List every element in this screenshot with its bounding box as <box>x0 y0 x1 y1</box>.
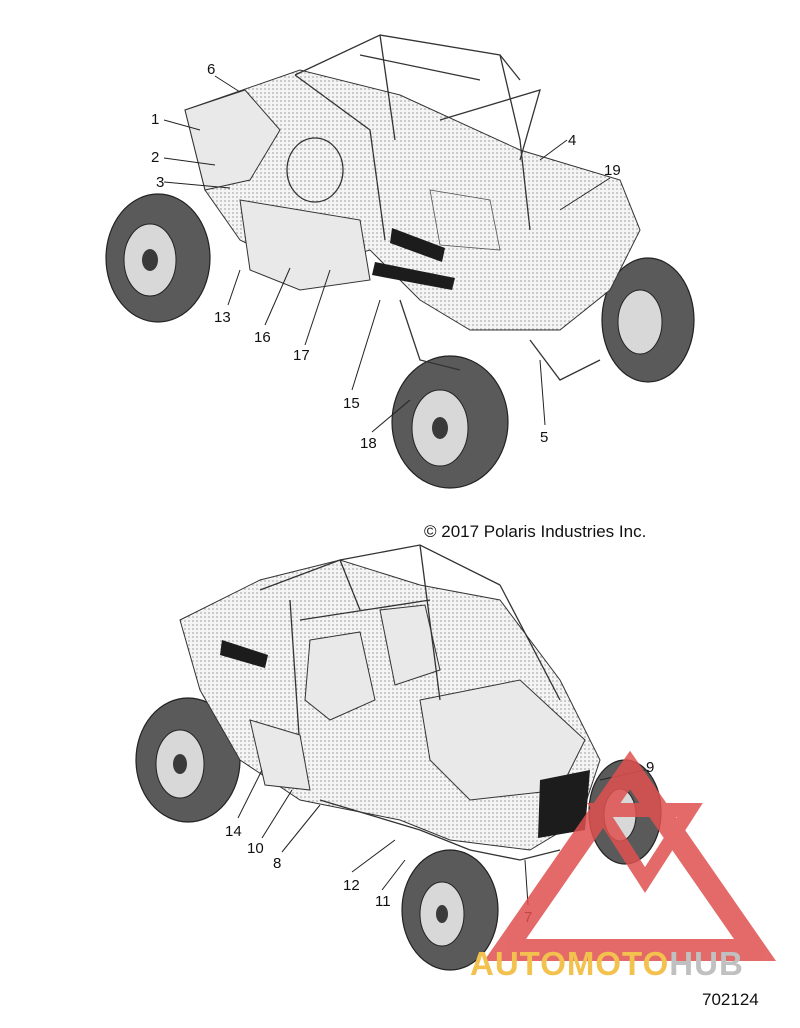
top-side-panel <box>239 199 371 291</box>
bottom-left-wheel <box>135 697 241 823</box>
top-side-vent <box>390 228 445 262</box>
bottom-side-vent <box>220 640 268 668</box>
callout-14: 14 <box>225 823 242 840</box>
callout-15: 15 <box>343 395 360 412</box>
copyright-notice: © 2017 Polaris Industries Inc. <box>424 522 647 541</box>
callout-8: 8 <box>273 855 281 872</box>
bottom-roll-cage <box>259 544 561 751</box>
callout-12: 12 <box>343 877 360 894</box>
bottom-rocker <box>319 799 471 851</box>
callout-1: 1 <box>151 111 159 128</box>
top-roll-cage <box>294 34 541 241</box>
callout-19: 19 <box>604 162 621 179</box>
callout-3: 3 <box>156 174 164 191</box>
callout-17: 17 <box>293 347 310 364</box>
callout-11: 11 <box>375 893 391 910</box>
top-suspension <box>399 299 461 371</box>
top-steering-wheel <box>286 137 344 203</box>
bottom-seat-right <box>379 604 441 686</box>
top-callouts: 6 1 2 3 4 19 13 16 17 15 18 5 <box>151 61 621 452</box>
bottom-vehicle-illustration <box>135 544 662 971</box>
callout-18: 18 <box>360 435 377 452</box>
bottom-front-wheel <box>401 849 499 971</box>
part-number: 702124 <box>702 990 759 1009</box>
callout-16: 16 <box>254 329 271 346</box>
bottom-seat-left <box>304 631 376 721</box>
callout-2: 2 <box>151 149 159 166</box>
top-left-wheel <box>105 193 211 323</box>
watermark-text-a: AUTOMOTO <box>470 945 670 982</box>
callout-5: 5 <box>540 429 548 446</box>
callout-10: 10 <box>247 840 264 857</box>
callout-6: 6 <box>207 61 215 78</box>
callout-13: 13 <box>214 309 231 326</box>
top-leader-lines <box>163 75 611 433</box>
top-hood-vent <box>372 262 455 290</box>
bottom-callouts: 9 14 10 8 12 11 7 <box>225 759 654 926</box>
top-vehicle-illustration <box>105 34 695 489</box>
bottom-suspension <box>469 849 561 861</box>
watermark-text-b: HUB <box>669 945 744 982</box>
top-seat <box>429 189 501 251</box>
bottom-front-grille <box>538 770 590 838</box>
watermark-logo <box>483 750 777 961</box>
callout-4: 4 <box>568 132 576 149</box>
top-right-wheel <box>601 257 695 383</box>
bottom-side-panel <box>249 719 311 791</box>
callout-9: 9 <box>646 759 654 776</box>
top-rear-panel <box>184 89 281 191</box>
top-front-wheel <box>391 355 509 489</box>
watermark-text: AUTOMOTOHUB <box>470 945 744 983</box>
top-front-suspension <box>529 339 601 381</box>
